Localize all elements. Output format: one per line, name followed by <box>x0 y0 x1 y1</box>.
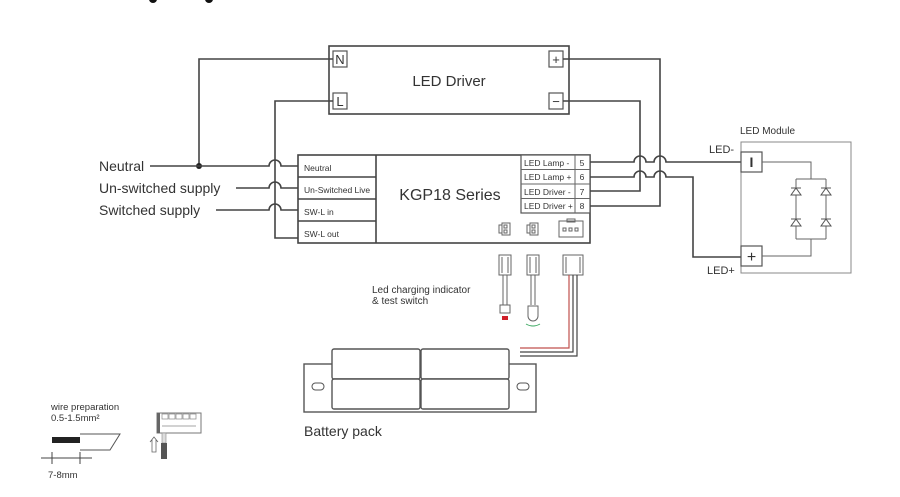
kgp-terminal-neutral: Neutral <box>304 163 332 173</box>
switched-supply-label: Switched supply <box>99 202 200 218</box>
led-driver: LED Driver N L + − <box>328 45 570 115</box>
svg-text:I: I <box>750 154 754 170</box>
terminal-block-illustration <box>149 412 202 459</box>
kgp-terminal-led-driver-minus: LED Driver - <box>524 187 571 197</box>
kgp-terminal-led-lamp-minus: LED Lamp - <box>524 158 570 168</box>
kgp-terminal-5: 5 <box>580 158 585 168</box>
battery-cell-2 <box>420 348 510 380</box>
indicator-label-line2: & test switch <box>372 296 428 307</box>
neutral-label: Neutral <box>99 158 144 174</box>
test-switch <box>498 254 512 320</box>
battery-plug <box>562 254 584 276</box>
wire-switched <box>216 203 298 211</box>
inserted-wire <box>161 443 167 459</box>
battery-pack: Battery pack <box>303 348 537 439</box>
driver-terminal-minus-label: − <box>552 94 560 109</box>
kgp-terminal-led-lamp-plus: LED Lamp + <box>524 172 572 182</box>
driver-terminal-plus-label: + <box>552 52 560 67</box>
kgp-terminal-8: 8 <box>580 201 585 211</box>
battery-cell-1 <box>331 348 421 380</box>
driver-terminal-l-label: L <box>336 94 343 109</box>
wire-insulation <box>80 433 121 451</box>
battery-cell-3 <box>331 378 421 410</box>
kgp-terminal-unswitched-live: Un-Switched Live <box>304 185 370 195</box>
bracket-hole-right <box>516 382 530 391</box>
supply-inputs: Neutral Un-switched supply Switched supp… <box>99 158 298 218</box>
kgp18-title: KGP18 Series <box>399 187 500 204</box>
wire-lamp-plus <box>590 170 744 258</box>
wire-neutral <box>150 159 298 167</box>
title-fragment <box>149 0 213 3</box>
wire-prep-strip-length: 7-8mm <box>48 470 78 481</box>
unswitched-supply-label: Un-switched supply <box>99 180 220 196</box>
kgp-terminal-7: 7 <box>580 187 585 197</box>
wire-unswitched <box>236 181 298 189</box>
kgp-terminal-6: 6 <box>580 172 585 182</box>
charging-indicator: Led charging indicator & test switch <box>372 254 584 327</box>
wire-driver-plus-to-8 <box>563 58 661 207</box>
led-diode-1 <box>790 187 802 196</box>
wire-driver-minus-to-7 <box>563 100 641 192</box>
led-diode-3 <box>790 218 802 227</box>
led-diode-4 <box>820 218 832 227</box>
led-module: LED Module LED- LED+ I + <box>707 126 852 277</box>
led-driver-box <box>328 45 570 115</box>
battery-connector <box>558 218 584 238</box>
led-plus-label: LED+ <box>707 265 735 277</box>
battery-wires <box>520 275 578 357</box>
led-diode-2 <box>820 187 832 196</box>
indicator-connector-1 <box>498 222 511 236</box>
indicator-led <box>525 254 541 327</box>
led-minus-label: LED- <box>709 144 734 156</box>
wire-driver-n <box>198 58 333 166</box>
insert-arrow-icon <box>149 436 159 453</box>
wire-prep-gauge: 0.5-1.5mm² <box>51 413 100 424</box>
wire-prep-title: wire preparation <box>50 402 119 413</box>
kgp-terminal-swl-out: SW-L out <box>304 229 340 239</box>
kgp-terminal-swl-in: SW-L in <box>304 207 334 217</box>
wire-driver-l <box>274 100 333 239</box>
bracket-hole-left <box>311 382 325 391</box>
wire-preparation: wire preparation 0.5-1.5mm² 7-8mm <box>41 402 121 481</box>
driver-terminal-n-label: N <box>335 52 344 67</box>
kgp-terminal-led-driver-plus: LED Driver + <box>524 201 573 211</box>
led-driver-title: LED Driver <box>412 73 485 90</box>
svg-text:+: + <box>747 249 756 266</box>
wire-lamp-minus <box>590 155 744 163</box>
led-module-title: LED Module <box>740 126 795 137</box>
output-wires <box>563 58 744 258</box>
driver-input-wires <box>196 58 333 239</box>
indicator-label-line1: Led charging indicator <box>372 285 471 296</box>
battery-pack-label: Battery pack <box>304 423 383 439</box>
battery-cell-4 <box>420 378 510 410</box>
kgp18-module: Neutral Un-Switched Live SW-L in SW-L ou… <box>297 154 591 244</box>
stripped-wire-core <box>52 437 80 443</box>
indicator-connector-2 <box>526 222 539 236</box>
